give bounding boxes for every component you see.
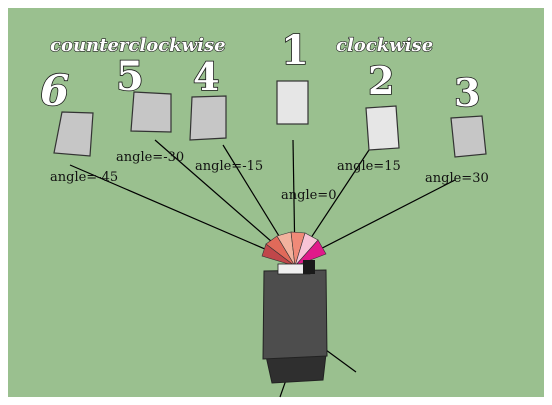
angle-label-5: angle=-30 (116, 150, 184, 165)
target-number-1: 1 (281, 27, 309, 74)
target-panel-4 (189, 95, 227, 141)
target-numbers: 1 2 3 4 5 6 (39, 26, 481, 116)
target-number-2: 2 (368, 58, 394, 103)
target-panel-3 (450, 115, 487, 158)
target-panel-2 (365, 105, 400, 151)
angle-label-1: angle=0 (281, 188, 336, 203)
target-panel-5 (130, 91, 172, 133)
device-body (262, 269, 328, 360)
target-panel-6 (53, 111, 94, 157)
angle-labels: angle=0 angle=15 angle=30 angle=-15 angl… (50, 150, 489, 203)
angle-label-6: angle=-45 (50, 170, 118, 185)
counterclockwise-label: counterclockwise (50, 35, 226, 56)
target-panels (53, 80, 487, 158)
target-panel-1 (276, 80, 309, 125)
target-number-6: 6 (40, 66, 69, 115)
device-top-notch (303, 260, 315, 274)
target-number-5: 5 (116, 53, 144, 100)
clockwise-label: clockwise (336, 35, 433, 56)
angle-label-4: angle=-15 (195, 159, 263, 174)
angle-fan (261, 231, 327, 267)
device-back-line-right (325, 349, 357, 373)
angle-label-3: angle=30 (425, 171, 489, 186)
ray-target-6 (69, 164, 296, 263)
target-number-3: 3 (454, 70, 480, 115)
target-number-4: 4 (193, 54, 219, 99)
device-back-line-bottom (279, 379, 287, 398)
angle-label-2: angle=15 (337, 159, 401, 174)
device (262, 260, 357, 398)
